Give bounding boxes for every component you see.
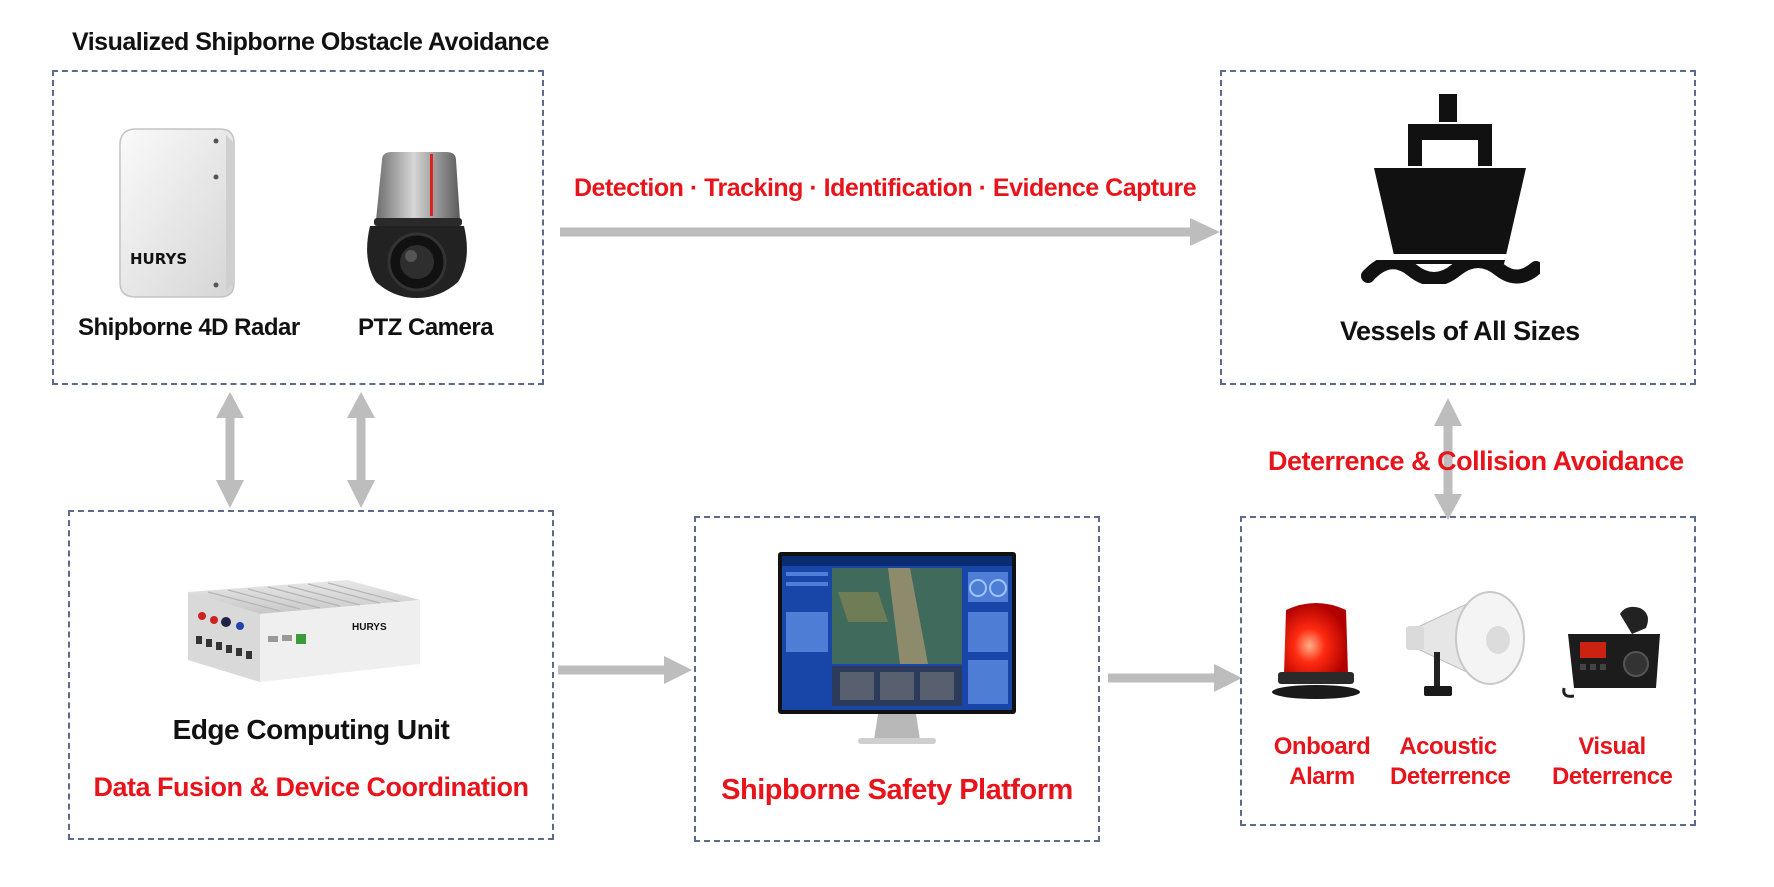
monitor-icon	[778, 552, 1016, 752]
output-label-visual-line1: Visual	[1578, 733, 1646, 760]
output-label-acoustic-line2: Deterrence	[1390, 763, 1511, 790]
platform-label: Shipborne Safety Platform	[721, 774, 1073, 806]
horn-speaker-icon	[1398, 590, 1532, 700]
arrow-platform-to-outputs	[1108, 664, 1242, 692]
diagram-title: Visualized Shipborne Obstacle Avoidance	[72, 28, 549, 56]
beacon-alarm-icon	[1266, 600, 1366, 700]
vessels-box	[1220, 70, 1696, 385]
output-label-visual: Visual Deterrence	[1552, 732, 1673, 792]
arrow-edge-to-platform	[558, 656, 692, 684]
edge-box	[68, 510, 554, 840]
output-label-alarm: Onboard Alarm	[1264, 732, 1380, 792]
edge-title: Edge Computing Unit	[172, 714, 450, 745]
deterrence-label: Deterrence & Collision Avoidance	[1268, 446, 1684, 476]
arrow-vessels-outputs-bidirectional	[1434, 398, 1462, 520]
sensors-box	[52, 70, 544, 385]
camera-label: PTZ Camera	[358, 314, 494, 341]
platform-box	[694, 516, 1100, 842]
arrow-sensors-to-vessels	[560, 218, 1220, 246]
radar-device-icon	[110, 125, 240, 303]
edge-computer-icon	[168, 578, 423, 688]
output-label-acoustic-line1: Acoustic	[1399, 733, 1497, 760]
outputs-box	[1240, 516, 1696, 826]
output-label-acoustic: Acoustic Deterrence	[1390, 732, 1511, 792]
radar-label: Shipborne 4D Radar	[78, 314, 300, 341]
output-label-alarm-line2: Alarm	[1289, 763, 1355, 790]
arrow-camera-edge-bidirectional	[347, 392, 375, 508]
radar-brand-logo: HURYS	[130, 250, 188, 268]
ptz-camera-icon	[360, 150, 475, 298]
edge-subtitle: Data Fusion & Device Coordination	[93, 772, 529, 802]
edge-brand-logo: HURYS	[352, 622, 387, 633]
marine-radio-icon	[1560, 604, 1668, 700]
ship-icon	[1360, 94, 1543, 286]
flow-label: Detection · Tracking · Identification · …	[574, 174, 1197, 202]
arrow-radar-edge-bidirectional	[216, 392, 244, 508]
vessels-label: Vessels of All Sizes	[1340, 316, 1580, 346]
output-label-visual-line2: Deterrence	[1552, 763, 1673, 790]
output-label-alarm-line1: Onboard	[1273, 733, 1371, 760]
